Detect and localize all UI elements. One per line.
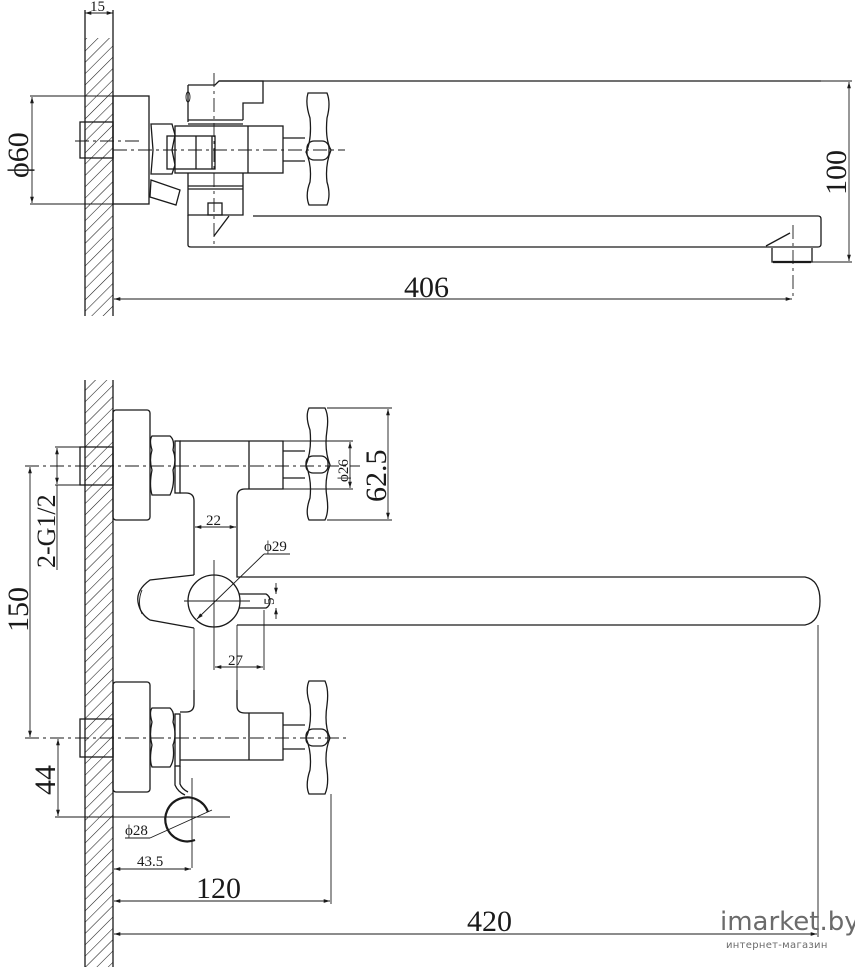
dim-holder-drop: 44: [29, 739, 62, 816]
upper-body: [180, 440, 305, 575]
dim-text-phi26: ϕ26: [336, 459, 352, 482]
watermark-subtitle: интернет-магазин: [726, 940, 828, 951]
dim-lever-offset: 27: [215, 610, 265, 670]
dim-flange-diameter: ϕ60: [2, 95, 113, 205]
dim-text-22: 22: [206, 513, 221, 529]
spout-top: [187, 80, 822, 264]
dim-text-120: 120: [196, 872, 241, 905]
dim-text-44: 44: [29, 765, 62, 795]
dim-text-27: 27: [228, 653, 244, 669]
cross-handle-top: [305, 92, 332, 206]
dim-lever-slot: 5: [262, 583, 278, 619]
dim-handle: ϕ26 62.5: [283, 407, 393, 521]
dim-text-100: 100: [820, 150, 853, 195]
watermark-brand: imarket.by: [720, 907, 855, 937]
cross-handle-lower: [305, 680, 331, 795]
connector-pipe: [166, 135, 216, 170]
front-view: ϕ26 62.5 22 ϕ29 5: [2, 380, 821, 967]
dim-handle-reach: 120: [114, 794, 332, 905]
mixer-body-top: [174, 80, 305, 216]
wall-section: [84, 10, 114, 316]
dim-text-phi29: ϕ29: [264, 539, 287, 555]
dim-text-406: 406: [404, 271, 449, 304]
lower-body: [79, 681, 305, 793]
dim-text-62-5: 62.5: [360, 450, 393, 503]
dim-text-phi60: ϕ60: [2, 132, 35, 178]
dim-spout-reach-top: 406: [114, 271, 792, 304]
dim-text-43-5: 43.5: [137, 854, 163, 870]
dim-holder-diameter: ϕ28: [125, 809, 213, 839]
dim-inlet-thread: 2-G1/2: [32, 446, 80, 570]
wall-section-front: [84, 380, 114, 967]
dim-text-420: 420: [467, 905, 512, 938]
dim-spout-height: 100: [812, 80, 853, 263]
dim-lever-diameter: ϕ29: [196, 539, 290, 620]
dim-text-150: 150: [2, 587, 35, 632]
dim-wall-thickness: 15: [85, 0, 113, 15]
dim-holder-offset: 43.5: [114, 854, 191, 871]
dim-spout-reach-front: 420: [114, 625, 819, 938]
dim-text-phi28: ϕ28: [125, 823, 148, 839]
cross-handle-upper: [305, 407, 331, 521]
dim-inlet-spacing: 150: [2, 467, 35, 737]
dim-text-2-g1-2: 2-G1/2: [32, 494, 61, 568]
dim-text-15: 15: [90, 0, 105, 15]
dim-body-width: 22: [195, 513, 236, 529]
diverter-knob: [149, 179, 181, 206]
shower-holder: [164, 766, 210, 868]
dim-text-5: 5: [262, 598, 278, 606]
top-view: 15 ϕ60: [2, 0, 853, 316]
watermark: imarket.by интернет-магазин: [720, 907, 855, 951]
lever-and-spout: [137, 560, 821, 690]
union-nut: [150, 123, 176, 175]
